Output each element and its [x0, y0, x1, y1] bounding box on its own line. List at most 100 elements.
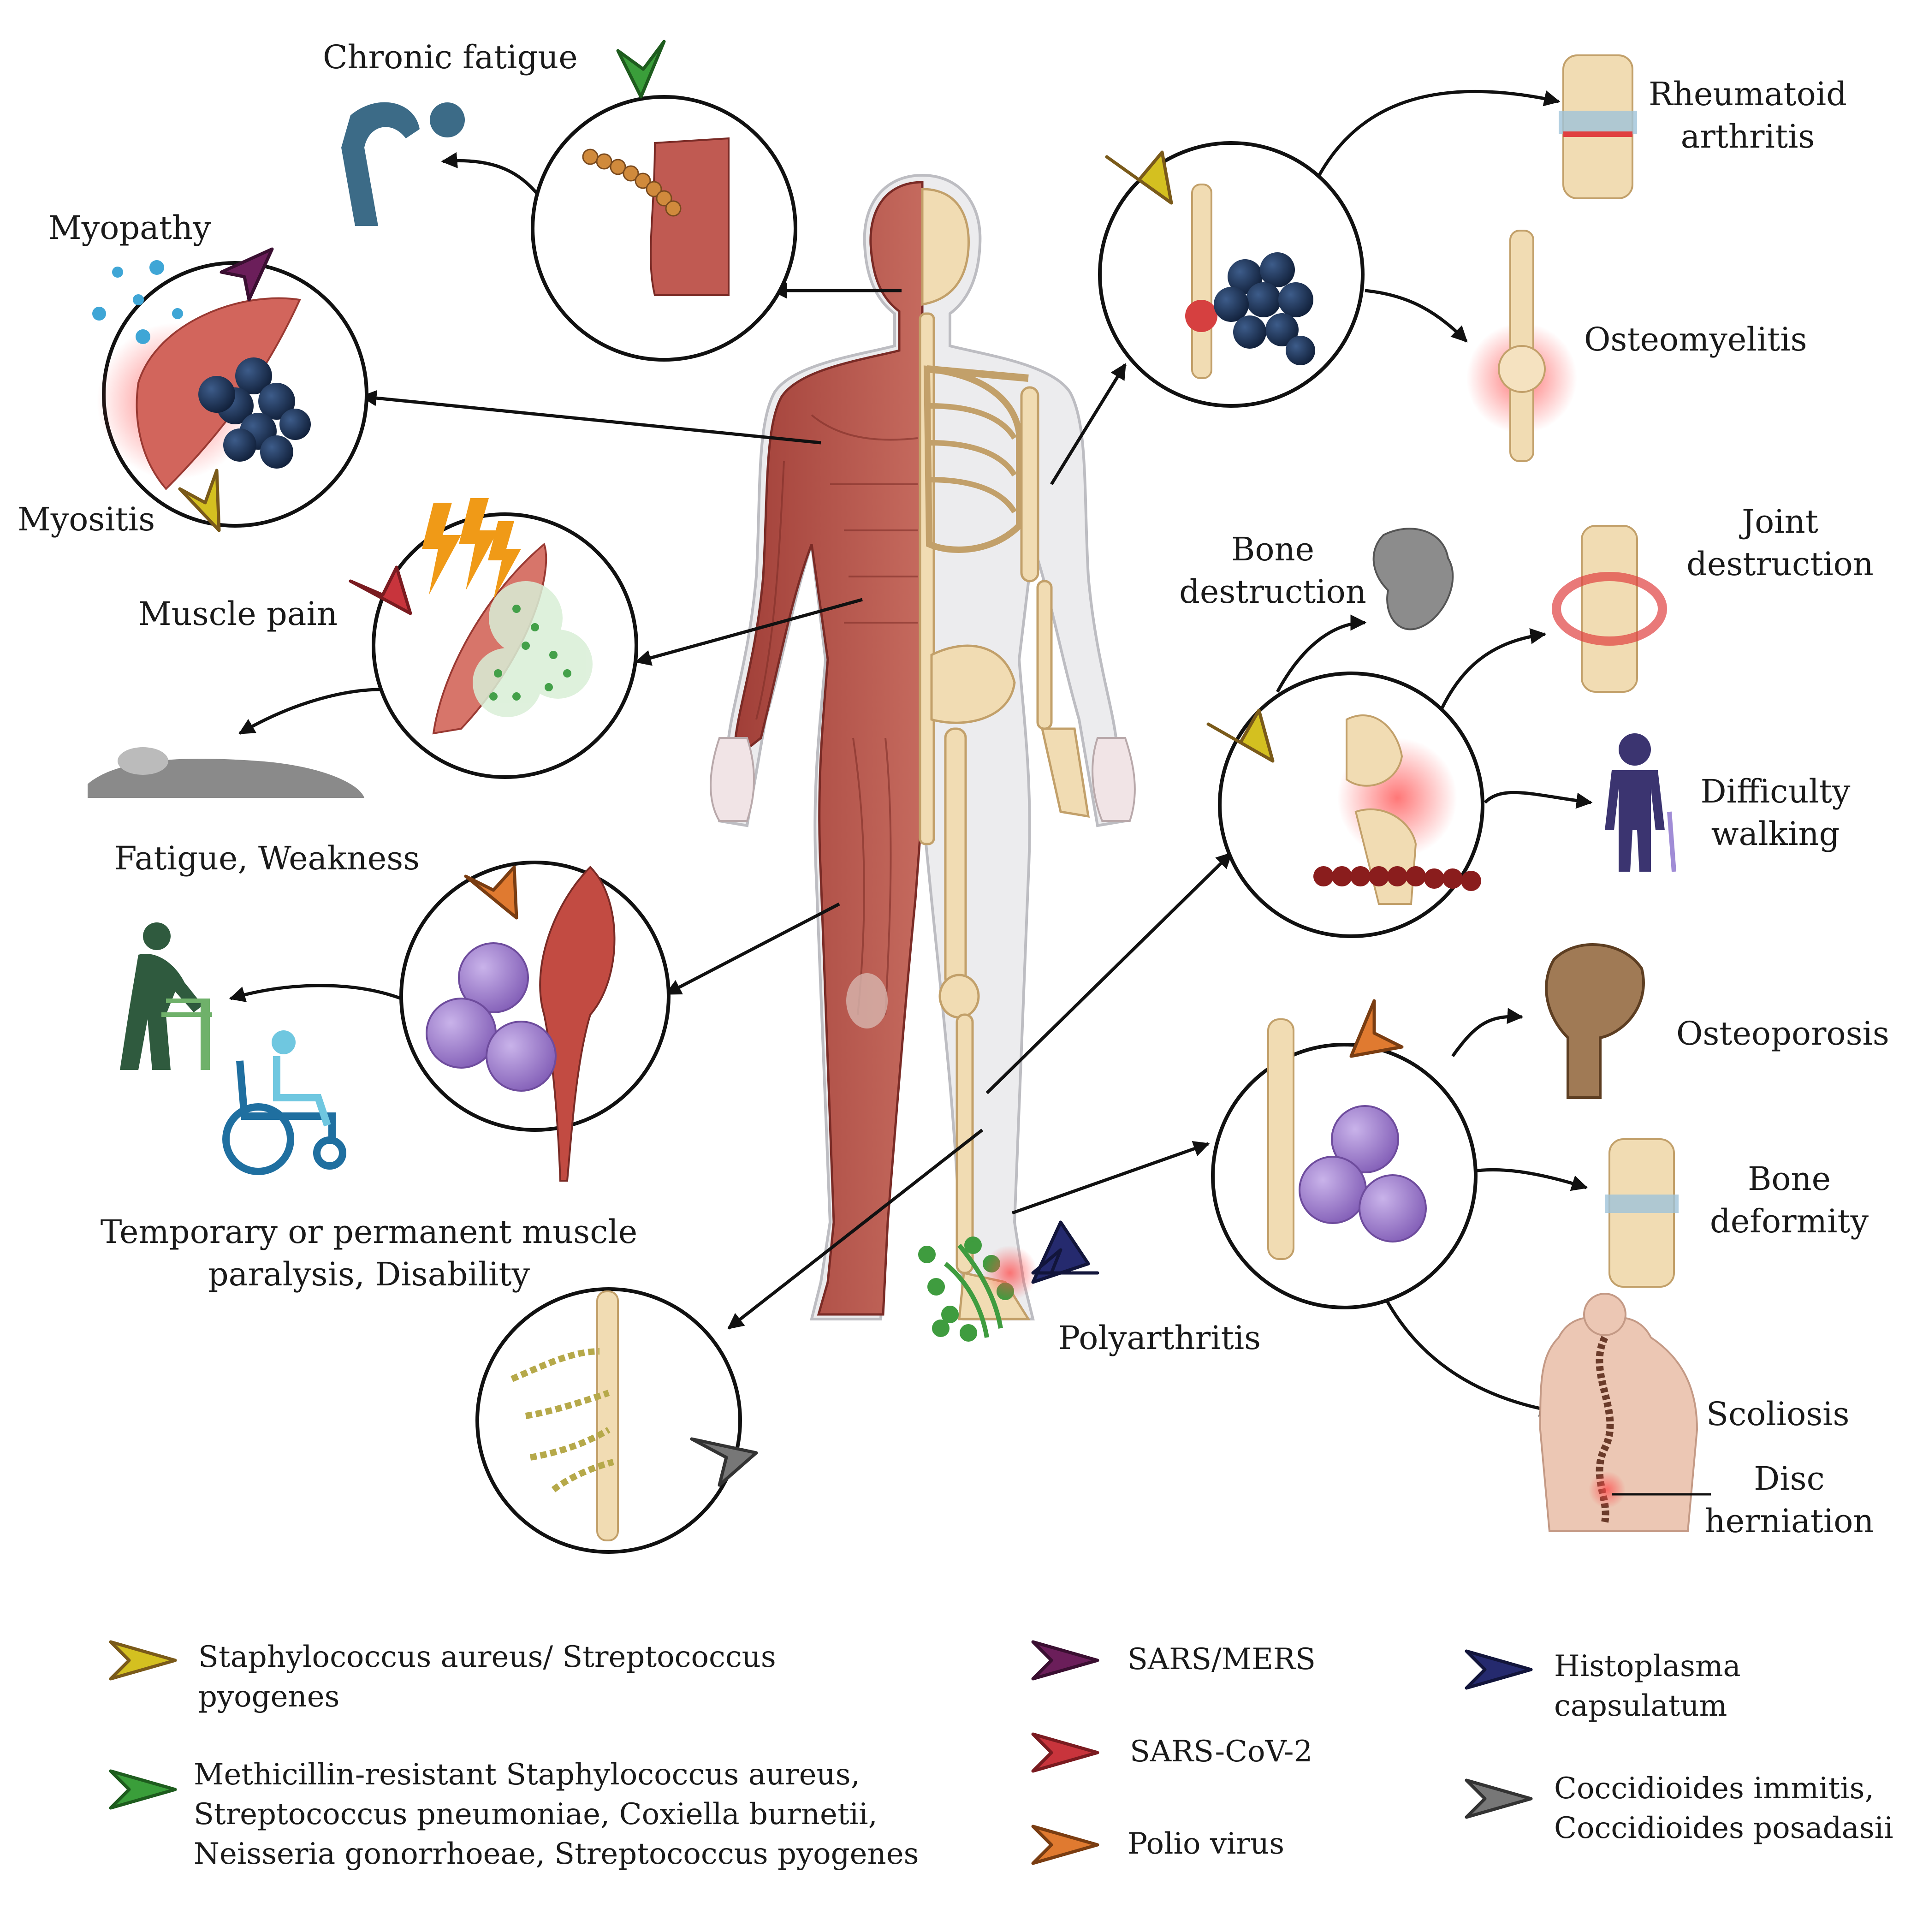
circle-osteomyelitis: [1098, 141, 1365, 408]
circle-paralysis: [399, 861, 671, 1182]
marker-polio-orange-right: [1349, 999, 1404, 1058]
legend-sars-mers-line1: SARS/MERS: [1128, 1642, 1316, 1676]
label-bone-destruction: Bone destruction: [1162, 528, 1383, 613]
legend-item-polio: Polio virus: [1128, 1824, 1284, 1864]
walking-person-icon: [1605, 733, 1676, 872]
marker-staph-yellow-knee: [1206, 708, 1275, 763]
circle-polio-bone: [1211, 1018, 1478, 1309]
label-difficulty-walking: Difficulty walking: [1679, 770, 1872, 855]
label-scoliosis: Scoliosis: [1706, 1395, 1850, 1433]
circle-coccidioides: [475, 1287, 742, 1554]
label-chronic-fatigue: Chronic fatigue: [323, 38, 578, 76]
marker-sars-mers-purple: [220, 247, 274, 302]
label-myopathy: Myopathy: [48, 209, 211, 247]
marker-coccidioides-gray: [690, 1437, 758, 1487]
label-disc-herniation: Disc herniation: [1697, 1457, 1881, 1542]
staph-cluster: [198, 357, 311, 469]
label-rheumatoid-arthritis: Rheumatoid arthritis: [1642, 73, 1854, 158]
legend-item-staph: Staphylococcus aureus/ Streptococcus pyo…: [198, 1637, 776, 1717]
legend-mrsa-line3: Neisseria gonorrhoeae, Streptococcus pyo…: [194, 1837, 919, 1871]
label-polyarthritis: Polyarthritis: [1058, 1319, 1261, 1357]
legend-item-coccidioides: Coccidioides immitis, Coccidioides posad…: [1554, 1769, 1893, 1848]
circle-myopathy: [92, 260, 368, 528]
lightning-icons: [422, 498, 521, 600]
lying-person-icon: [88, 747, 364, 798]
connector-arrows: [229, 89, 1593, 1417]
joint-destruction-icon: [1552, 525, 1667, 693]
label-joint-destruction-line1: Joint: [1742, 503, 1818, 541]
legend-staph-line2: pyogenes: [198, 1680, 340, 1714]
legend-coccidioides-line2: Coccidioides posadasii: [1554, 1811, 1893, 1845]
legend-mrsa-line1: Methicillin-resistant Staphylococcus aur…: [194, 1758, 860, 1792]
legend-item-histoplasma: Histoplasma capsulatum: [1554, 1647, 1741, 1726]
label-bone-deformity: Bone deformity: [1688, 1158, 1891, 1242]
scoliosis-back-icon: [1539, 1293, 1711, 1532]
label-rheumatoid-line2: arthritis: [1680, 118, 1815, 155]
wheelchair-icon: [222, 1030, 346, 1175]
legend-item-sars-cov2: SARS-CoV-2: [1130, 1732, 1312, 1771]
walker-person-icon: [120, 922, 212, 1070]
label-disc-herniation-line2: herniation: [1704, 1502, 1874, 1540]
legend-mrsa-line2: Streptococcus pneumoniae, Coxiella burne…: [194, 1797, 878, 1831]
label-rheumatoid-line1: Rheumatoid: [1649, 75, 1847, 113]
label-paralysis: Temporary or permanent muscle paralysis,…: [92, 1211, 646, 1296]
legend-marker-mrsa: [109, 1769, 177, 1810]
legend-marker-sars-cov2: [1031, 1732, 1099, 1773]
rheumatoid-knee-icon: [1559, 54, 1637, 199]
osteoporosis-femur-icon: [1545, 943, 1645, 1099]
legend-staph-line1: Staphylococcus aureus/ Streptococcus: [198, 1640, 776, 1674]
marker-staph-yellow-bone: [1105, 150, 1173, 205]
osteomyelitis-bone-icon: [1466, 230, 1577, 462]
label-paralysis-line1: Temporary or permanent muscle: [100, 1213, 638, 1251]
polyarthritis-glow: [982, 1245, 1038, 1301]
legend-markers: [109, 1640, 1533, 1865]
legend-sars-cov2-line1: SARS-CoV-2: [1130, 1735, 1313, 1769]
legend-polio-line1: Polio virus: [1128, 1827, 1285, 1861]
pathogen-markers: [178, 40, 1404, 1487]
label-difficulty-walking-line2: walking: [1711, 815, 1840, 853]
marker-sars-cov2-red: [349, 565, 412, 615]
legend-histoplasma-line2: capsulatum: [1554, 1689, 1727, 1723]
legend-marker-staph: [109, 1640, 177, 1681]
legend-coccidioides-line1: Coccidioides immitis,: [1554, 1771, 1874, 1806]
bone-deformity-knee-icon: [1605, 1138, 1679, 1288]
legend-marker-coccidioides: [1465, 1778, 1533, 1819]
bone-fragment-icon: [1372, 528, 1454, 630]
marker-mrsa-green: [616, 40, 666, 99]
label-bone-destruction-line1: Bone: [1231, 530, 1315, 568]
label-paralysis-line2: paralysis, Disability: [208, 1255, 530, 1293]
label-muscle-pain: Muscle pain: [138, 595, 338, 633]
marker-staph-yellow-myositis: [178, 469, 221, 532]
label-bone-destruction-line2: destruction: [1179, 573, 1366, 611]
polio-cluster: [426, 942, 557, 1092]
circle-knee: [1218, 672, 1484, 938]
legend-marker-sars-mers: [1031, 1640, 1099, 1681]
legend-item-mrsa: Methicillin-resistant Staphylococcus aur…: [194, 1755, 919, 1874]
label-difficulty-walking-line1: Difficulty: [1700, 773, 1851, 810]
label-joint-destruction-line2: destruction: [1686, 545, 1874, 583]
label-disc-herniation-line1: Disc: [1754, 1460, 1825, 1498]
muscle-half: [734, 181, 924, 1316]
label-bone-deformity-line2: deformity: [1709, 1202, 1869, 1240]
label-osteoporosis: Osteoporosis: [1676, 1015, 1889, 1052]
circle-chronic-fatigue: [531, 95, 797, 362]
label-myositis: Myositis: [18, 500, 155, 538]
legend-marker-polio: [1031, 1825, 1099, 1865]
marker-histoplasma-navy: [1031, 1220, 1099, 1284]
label-bone-deformity-line1: Bone: [1747, 1160, 1831, 1198]
label-fatigue-weakness: Fatigue, Weakness: [114, 839, 420, 877]
circle-muscle-pain: [372, 498, 638, 779]
tired-person-icon: [341, 102, 465, 226]
legend-histoplasma-line1: Histoplasma: [1554, 1649, 1741, 1683]
skeleton-half: [919, 188, 1090, 1320]
strep-chain: [582, 149, 682, 217]
label-osteomyelitis: Osteomyelitis: [1584, 321, 1807, 358]
coronavirus-particles: [92, 260, 183, 344]
human-body: [710, 173, 1136, 1320]
legend-marker-histoplasma: [1465, 1649, 1533, 1690]
legend-item-sars-mers: SARS/MERS: [1128, 1640, 1316, 1679]
marker-polio-orange-left: [464, 865, 518, 920]
label-joint-destruction: Joint destruction: [1669, 500, 1891, 585]
